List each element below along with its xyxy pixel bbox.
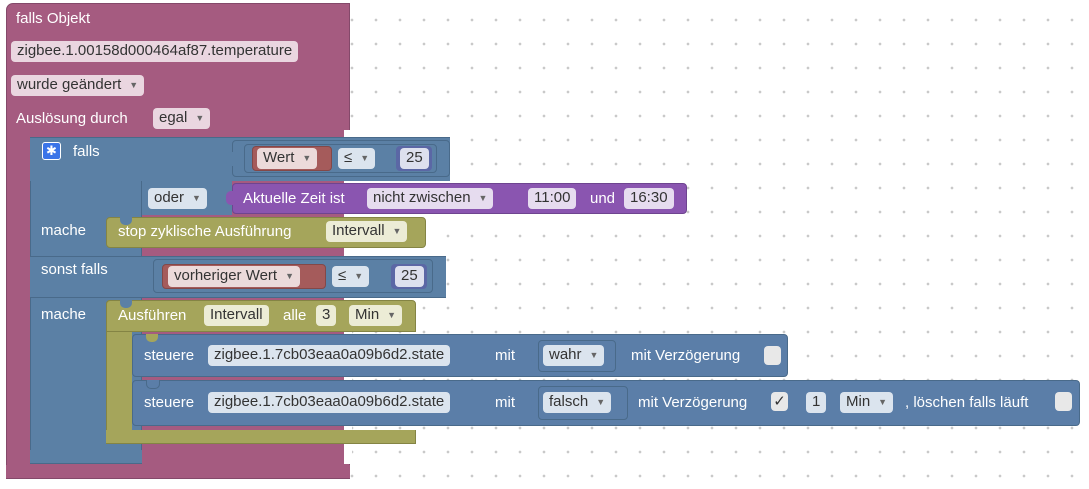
control-2-object-id-field[interactable]: zigbee.1.7cb03eaa0a09b6d2.state [208,392,451,413]
dropdown-arrow-icon: ▼ [387,310,397,320]
trigger-mode-value: wurde geändert [17,76,122,93]
previous-value-dropdown[interactable]: vorheriger Wert ▼ [168,266,301,287]
dropdown-arrow-icon: ▼ [878,397,888,407]
or-condition-connector [226,152,233,166]
control-2-clear-checkbox[interactable] [1055,392,1072,411]
stop-interval-label: stop zyklische Ausführung [118,223,292,240]
dropdown-arrow-icon: ▼ [596,397,606,407]
trigger-by-dropdown[interactable]: egal ▼ [153,108,211,129]
trigger-by-label: Auslösung durch [16,110,128,127]
time-from-field[interactable]: 11:00 [528,188,577,209]
time-mode: nicht zwischen [373,189,471,206]
control-2-delay-value-field[interactable]: 1 [806,392,827,413]
compare-operator-dropdown-2[interactable]: ≤▼ [332,266,370,287]
if-label: falls [73,143,100,160]
control-block-2-notch [146,380,160,389]
interval-label: Ausführen [118,307,187,324]
control-block-1-notch [146,334,158,342]
interval-block-footer[interactable] [106,430,416,444]
value-variable-name: Wert [263,149,295,166]
dropdown-arrow-icon: ▼ [285,271,295,281]
dropdown-arrow-icon: ▼ [302,153,312,163]
dropdown-arrow-icon: ▼ [478,193,488,203]
stop-interval-variable: Intervall [332,222,385,239]
control-2-value-dropdown[interactable]: falsch ▼ [543,392,612,413]
compare-operator-1: ≤ [344,149,353,166]
control-1-delay-label: mit Verzögerung [631,347,741,364]
compare-operator-dropdown-1[interactable]: ≤▼ [338,148,376,169]
check-mark-icon: ✓ [773,393,786,410]
control-2-clear-label: , löschen falls läuft [905,394,1029,411]
control-2-delay-unit-dropdown[interactable]: Min ▼ [840,392,894,413]
control-2-delay-unit: Min [846,393,871,410]
time-and-label: und [590,190,616,207]
control-1-object-id-field[interactable]: zigbee.1.7cb03eaa0a09b6d2.state [208,345,451,366]
interval-variable-field[interactable]: Intervall [204,305,269,326]
dropdown-arrow-icon: ▼ [392,226,402,236]
control-1-with-label: mit [495,347,515,364]
control-2-value: falsch [549,393,589,410]
value-variable-dropdown[interactable]: Wert ▼ [257,148,318,169]
time-mode-dropdown[interactable]: nicht zwischen ▼ [367,188,494,209]
control-1-value-connector [531,349,538,363]
control-1-value-dropdown[interactable]: wahr ▼ [543,345,605,366]
number-field-1[interactable]: 25 [400,148,429,169]
control-1-value: wahr [549,346,582,363]
dropdown-arrow-icon: ▼ [589,350,599,360]
else-if-label: sonst falls [41,261,108,278]
control-1-label: steuere [144,347,195,364]
logic-operator: oder [154,189,185,206]
trigger-block-bottom-arm[interactable] [6,465,350,479]
trigger-object-id-field[interactable]: zigbee.1.00158d000464af87.temperature [11,41,299,62]
compare-block-2-connector [146,270,153,284]
compare-operator-2: ≤ [338,267,347,284]
dropdown-arrow-icon: ▼ [192,193,201,203]
if-block-footer[interactable] [30,450,142,464]
control-2-delay-checkbox[interactable]: ✓ [771,392,788,411]
interval-unit-dropdown[interactable]: Min ▼ [349,305,403,326]
number-field-2[interactable]: 25 [395,266,424,287]
stop-block-notch [120,217,132,225]
time-label: Aktuelle Zeit ist [243,190,345,207]
interval-value-field[interactable]: 3 [316,305,337,326]
control-2-with-label: mit [495,394,515,411]
do-label: mache [41,222,87,239]
dropdown-arrow-icon: ▼ [354,271,364,281]
previous-value-name: vorheriger Wert [174,267,278,284]
do2-label: mache [41,306,87,323]
control-2-label: steuere [144,394,195,411]
time-block-connector [226,191,233,205]
trigger-title: falls Objekt [16,10,91,27]
dropdown-arrow-icon: ▼ [360,153,370,163]
stop-interval-variable-dropdown[interactable]: Intervall ▼ [326,221,408,242]
control-2-value-connector [531,396,538,410]
dropdown-arrow-icon: ▼ [129,80,139,90]
trigger-mode-dropdown[interactable]: wurde geändert ▼ [11,75,145,96]
gear-icon[interactable]: ✱ [42,142,61,160]
interval-block-notch [120,300,132,308]
trigger-by-value: egal [159,109,188,126]
time-to-field[interactable]: 16:30 [624,188,674,209]
logic-operator-dropdown[interactable]: oder ▼ [148,188,207,209]
interval-every-label: alle [283,307,307,324]
interval-unit: Min [355,306,380,323]
dropdown-arrow-icon: ▼ [195,113,205,123]
control-1-delay-checkbox[interactable] [764,346,781,365]
control-2-delay-label: mit Verzögerung [638,394,748,411]
